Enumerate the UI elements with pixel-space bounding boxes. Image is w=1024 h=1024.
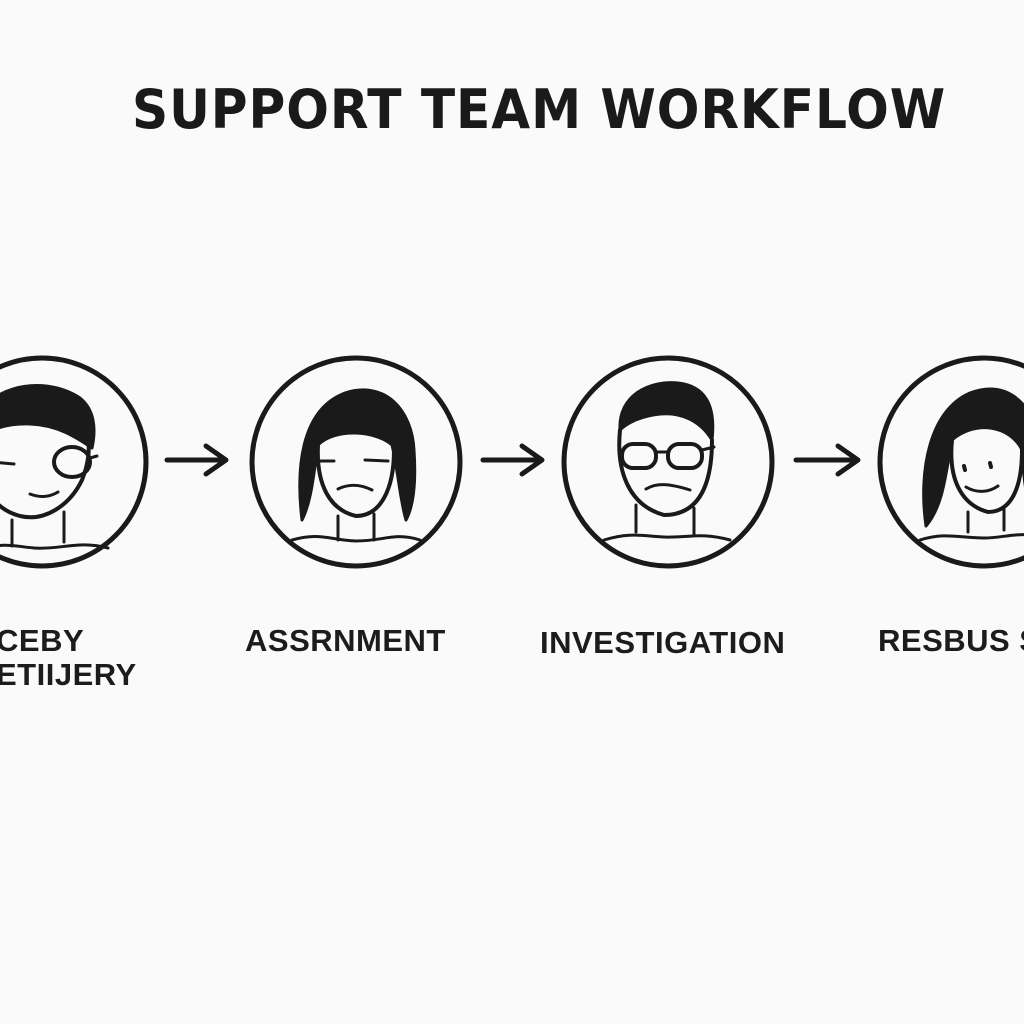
- person-long-hair-smile-icon: [918, 387, 1024, 542]
- arrow-right-icon: [793, 443, 861, 477]
- step-2-label: ASSRNMENT: [245, 623, 446, 658]
- step-4-label: RESBUS S: [878, 623, 1024, 658]
- step-3-avatar: [561, 355, 775, 569]
- diagram-title: SUPPORT TEAM WORKFLOW: [132, 78, 947, 141]
- step-4-avatar: [877, 355, 1024, 569]
- step-1-label: CEBY ETIIJERY: [0, 623, 137, 693]
- person-glasses-icon: [602, 381, 732, 542]
- arrow-right-icon: [480, 443, 545, 477]
- step-3-label: INVESTIGATION: [540, 625, 786, 660]
- person-short-hair-monocle-icon: [0, 384, 110, 550]
- person-bob-hair-icon: [290, 388, 422, 543]
- step-1-avatar: [0, 355, 149, 569]
- step-2-avatar: [249, 355, 463, 569]
- arrow-right-icon: [164, 443, 229, 477]
